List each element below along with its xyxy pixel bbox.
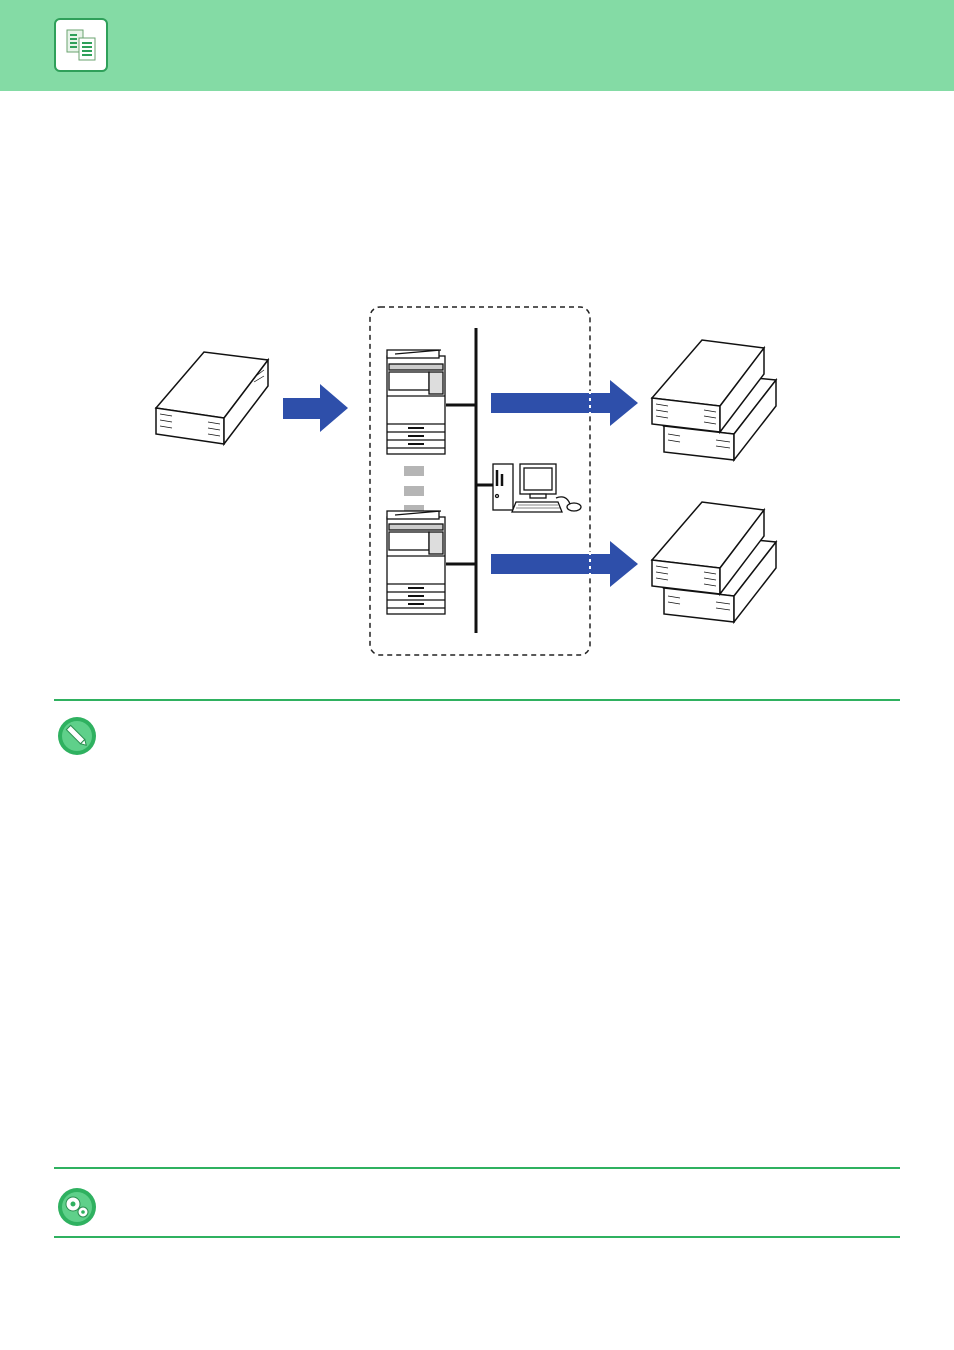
printer-link: [404, 466, 424, 513]
computer-icon: [492, 463, 582, 513]
pencil-note-icon: [58, 717, 96, 755]
copy-mode-icon: [54, 18, 108, 72]
settings-divider-top: [54, 1167, 900, 1169]
settings-divider-bottom: [54, 1236, 900, 1238]
note-divider: [54, 699, 900, 701]
tandem-system-boundary: [369, 306, 591, 656]
output-stack-icon: [650, 501, 778, 625]
multifunction-printer-icon: [386, 349, 446, 455]
output-arrow-icon: [491, 380, 638, 426]
original-stack-icon: [154, 351, 270, 447]
multifunction-printer-icon: [386, 510, 446, 615]
page-header: [0, 0, 954, 91]
gear-settings-icon: [58, 1188, 96, 1226]
output-arrow-icon: [491, 541, 638, 587]
output-stack-icon: [650, 339, 778, 463]
input-arrow-icon: [283, 384, 348, 432]
